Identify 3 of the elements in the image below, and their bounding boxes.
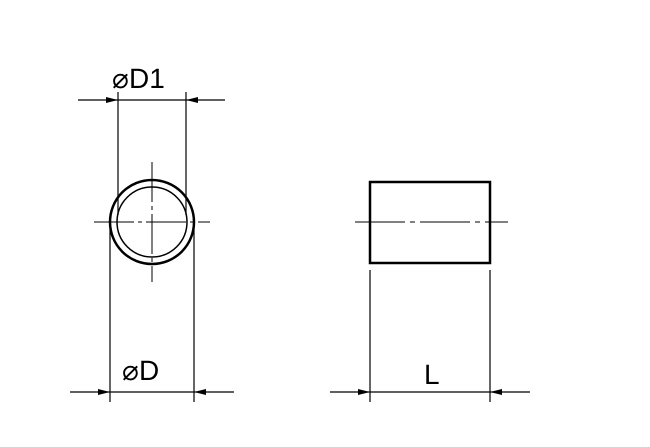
dimension-label: ⌀D bbox=[122, 356, 160, 386]
dimension-label: ⌀D1 bbox=[112, 64, 165, 94]
dimension-label: L bbox=[424, 360, 440, 390]
